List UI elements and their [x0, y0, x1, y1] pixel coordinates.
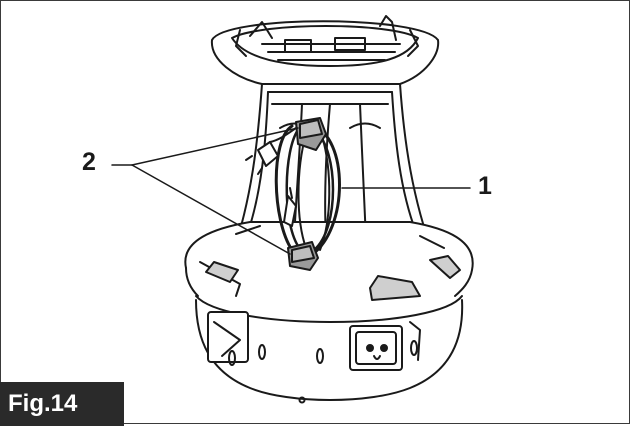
leader-lines: [111, 127, 471, 255]
cord-hooks: [287, 117, 327, 271]
top-rim: [210, 15, 440, 85]
outlets: [207, 311, 421, 371]
callout-label-1: 1: [478, 172, 492, 200]
base-dome: [184, 221, 474, 401]
figure-label: Fig.14: [0, 382, 124, 426]
dome-slots: [228, 340, 418, 404]
callout-label-2: 2: [82, 148, 96, 176]
